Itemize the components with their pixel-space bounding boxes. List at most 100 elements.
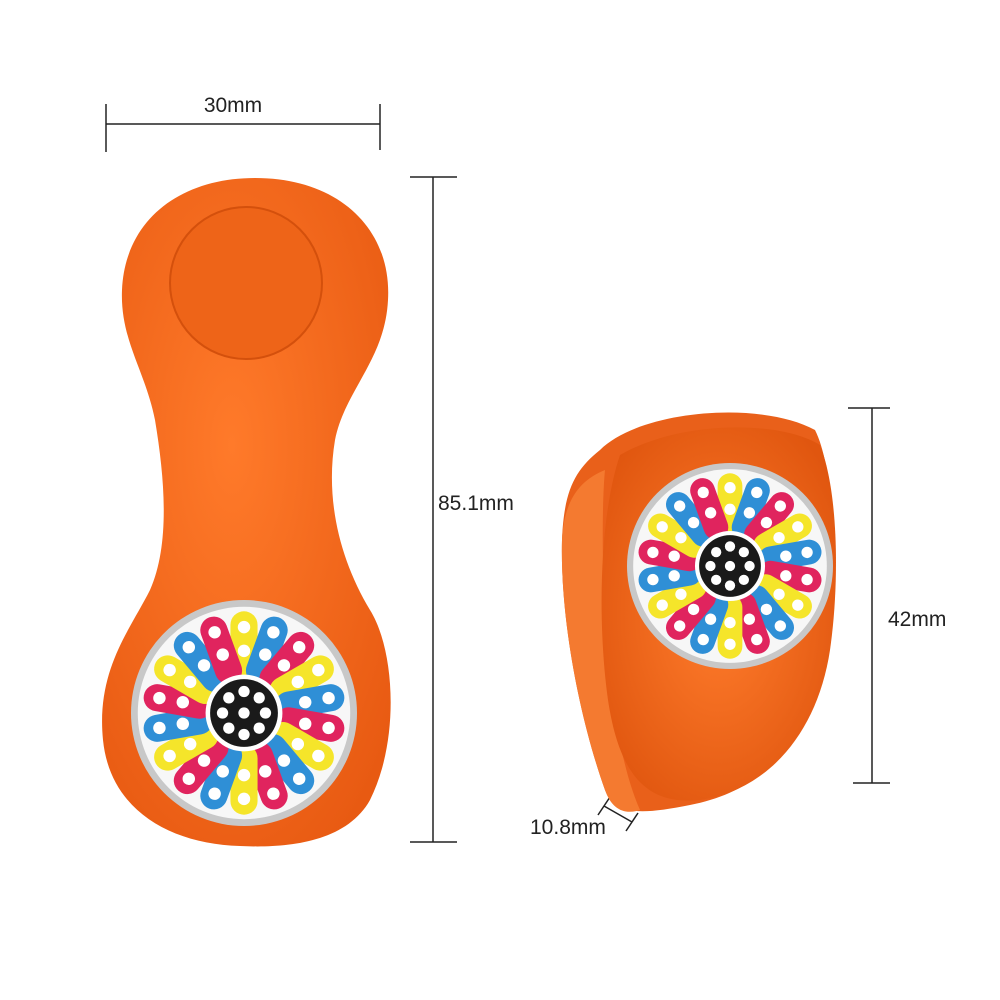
petal-hole [237, 620, 251, 634]
petal-hole [176, 717, 190, 731]
center-dot [724, 560, 736, 572]
ball-marker-right [627, 463, 833, 669]
petal-hole [760, 516, 773, 529]
magnet-disc [169, 206, 323, 360]
petal-hole [182, 640, 196, 654]
petal-hole [216, 648, 229, 661]
petal [648, 574, 707, 619]
petal [731, 478, 770, 540]
petal [173, 631, 229, 692]
petal-hole [312, 663, 325, 677]
petal [744, 585, 795, 640]
petal-hole [237, 644, 251, 658]
clip-height-dimension: 42mm [848, 407, 946, 784]
clip-thickness-dimension: 10.8mm [530, 796, 639, 839]
petal [269, 655, 334, 704]
hat-clip [561, 412, 836, 812]
petal-hole [216, 765, 229, 778]
center-dot [711, 574, 722, 585]
petal-hole [163, 663, 176, 677]
length-label: 85.1mm [438, 492, 514, 515]
petal-hole [801, 546, 813, 559]
center-dot [253, 692, 265, 704]
petal-hole [760, 603, 773, 616]
petal-hole [801, 573, 813, 586]
clip-thickness-label: 10.8mm [530, 816, 606, 839]
petal [665, 585, 716, 640]
petal-hole [298, 717, 312, 731]
petal-hole [724, 503, 736, 516]
petal-hole [675, 588, 687, 600]
center-dot [253, 722, 265, 734]
petal [690, 478, 729, 540]
petal-hole [237, 792, 251, 806]
petal-hole [656, 521, 668, 533]
petal-hole [668, 570, 680, 582]
petal [665, 492, 716, 547]
petal-hole [237, 768, 251, 782]
petal-hole [724, 616, 736, 629]
petal-hole [183, 737, 197, 751]
petal-hole [780, 570, 792, 582]
petal-hole [674, 620, 686, 632]
center-dot [744, 560, 755, 572]
petal-hole [743, 507, 756, 519]
petal-hole [792, 521, 804, 533]
petal [744, 492, 795, 547]
center-dot [238, 707, 250, 719]
petal-hole [687, 603, 700, 616]
silicone-strap [102, 178, 391, 847]
petal-hole [163, 749, 176, 763]
petal-hole [687, 516, 700, 529]
petal-hole [675, 532, 687, 544]
petal-hole [322, 721, 335, 735]
petal-hole [322, 691, 335, 705]
width-label: 30mm [204, 94, 262, 117]
petal-hole [312, 749, 325, 763]
center-dot [223, 692, 235, 704]
petal [173, 734, 229, 795]
petal-hole [176, 695, 190, 709]
petal [154, 722, 219, 771]
petal [753, 574, 812, 619]
petal [200, 741, 243, 810]
petal [648, 513, 707, 558]
petal-hole [647, 573, 659, 586]
petal-hole [792, 599, 804, 611]
center-dot [724, 580, 736, 591]
center-dot [238, 685, 250, 698]
petal-hole [656, 599, 668, 611]
petal-hole [724, 638, 736, 650]
center-dot [238, 728, 250, 741]
center-dot [223, 722, 235, 734]
petal-hole [298, 695, 312, 709]
center-dot [724, 541, 736, 552]
petal-hole [267, 626, 280, 639]
petal-hole [674, 500, 686, 512]
petal-hole [292, 772, 306, 786]
petal-hole [774, 500, 786, 512]
petal-hole [780, 550, 792, 562]
petal-hole [153, 721, 166, 735]
petal-hole [704, 613, 717, 625]
center-dot [259, 707, 272, 719]
petal [259, 631, 315, 692]
petal-hole [182, 772, 196, 786]
petal [690, 592, 729, 654]
clip-height-label: 42mm [888, 608, 946, 631]
petal-hole [774, 620, 786, 632]
center-dot [738, 574, 749, 585]
petal [753, 513, 812, 558]
petal [259, 734, 315, 795]
petal-hole [259, 765, 272, 778]
petal-hole [197, 659, 211, 672]
center-dot [216, 707, 229, 719]
petal-hole [267, 787, 280, 800]
petal [200, 616, 243, 685]
petal-hole [724, 482, 736, 494]
petal [269, 722, 334, 771]
ball-marker-left [131, 600, 357, 826]
petal-hole [751, 486, 763, 499]
petal-hole [208, 787, 221, 800]
